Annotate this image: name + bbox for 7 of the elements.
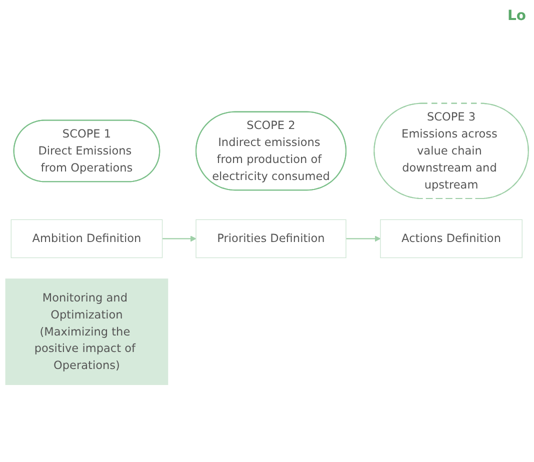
node-box: Ambition Definition	[10, 219, 163, 258]
note-text: Lo	[507, 8, 526, 24]
node-box: Monitoring and Optimization (Maximizing the positive impact of Operations)	[5, 278, 168, 386]
arrow	[162, 236, 196, 242]
arrow	[346, 236, 381, 242]
node-box: Priorities Definition	[196, 219, 346, 258]
node-box: Actions Definition	[380, 219, 522, 258]
